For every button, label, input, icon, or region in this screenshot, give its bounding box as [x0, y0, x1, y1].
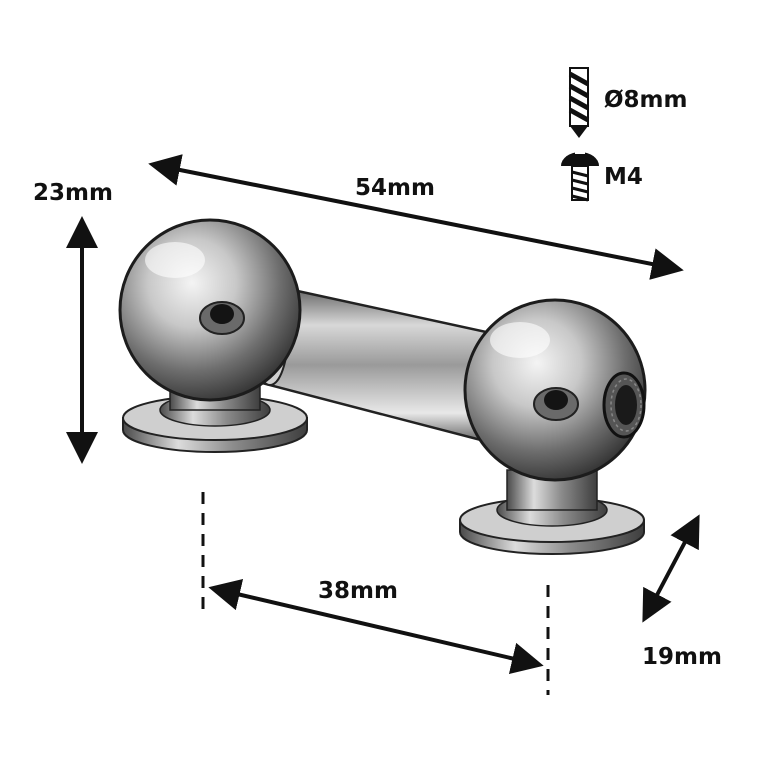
base-diameter-dimension-arrow	[642, 514, 700, 623]
hole-spacing-label: 38mm	[318, 578, 398, 604]
length-dimension-arrow	[148, 154, 684, 280]
hole-spacing-dimension-arrow	[208, 578, 544, 675]
right-ball	[463, 298, 647, 482]
cabinet-handle-illustration	[118, 218, 647, 555]
length-label: 54mm	[355, 175, 435, 201]
base-diameter-label: 19mm	[642, 644, 722, 670]
drill-diameter-label: Ø8mm	[604, 87, 688, 113]
screw-icon	[561, 150, 599, 202]
hole-centre-guides	[201, 492, 550, 695]
drill-bit-icon	[568, 67, 590, 138]
screw-size-label: M4	[604, 164, 643, 190]
height-label: 23mm	[33, 180, 113, 206]
left-ball	[118, 218, 302, 402]
right-base	[459, 469, 645, 555]
